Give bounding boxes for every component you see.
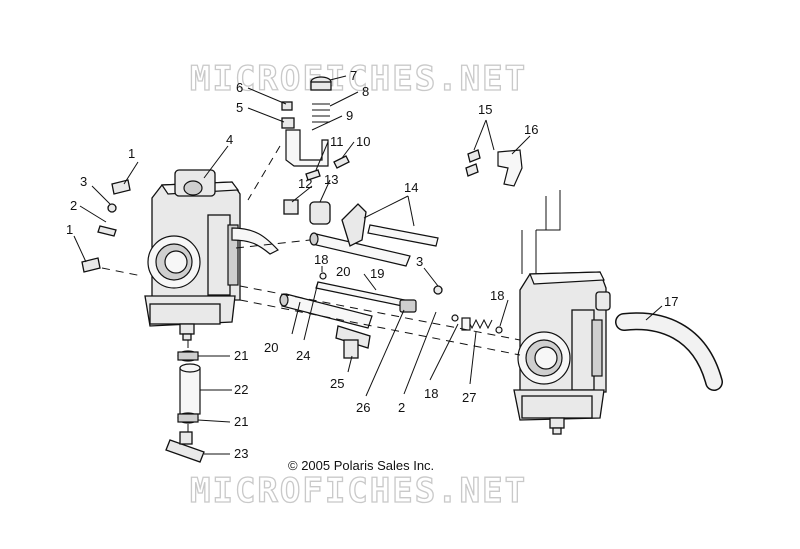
callout-21-bottom: 21 xyxy=(234,414,248,429)
right-carburetor xyxy=(513,190,611,435)
callout-4: 4 xyxy=(226,132,233,147)
callout-21-top: 21 xyxy=(234,348,248,363)
callout-9: 9 xyxy=(346,108,353,123)
callout-25: 25 xyxy=(330,376,344,391)
callout-10: 10 xyxy=(356,134,370,149)
callout-2-center: 2 xyxy=(398,400,405,415)
linkage-bracket xyxy=(465,149,523,187)
callout-11: 11 xyxy=(330,134,344,149)
hardware-bolts xyxy=(81,179,503,334)
callout-27: 27 xyxy=(462,390,476,405)
fuel-hose xyxy=(616,313,722,390)
callout-17: 17 xyxy=(664,294,678,309)
callout-18-lower: 18 xyxy=(424,386,438,401)
callout-20-lower: 20 xyxy=(264,340,278,355)
callout-19: 19 xyxy=(370,266,384,281)
callout-3-left: 3 xyxy=(80,174,87,189)
throttle-cam xyxy=(341,203,367,247)
callout-15: 15 xyxy=(478,102,492,117)
assembly-lines xyxy=(101,239,521,432)
callout-24: 24 xyxy=(296,348,310,363)
callout-5: 5 xyxy=(236,100,243,115)
callout-23: 23 xyxy=(234,446,248,461)
sync-shafts xyxy=(279,224,493,359)
watermark-bottom: MICROFICHES.NET xyxy=(190,471,527,511)
leader-lines xyxy=(73,75,663,455)
left-carburetor xyxy=(144,169,279,341)
callout-8: 8 xyxy=(362,84,369,99)
copyright-notice: © 2005 Polaris Sales Inc. xyxy=(288,458,434,473)
callout-1-top: 1 xyxy=(128,146,135,161)
callout-2-left: 2 xyxy=(70,198,77,213)
callout-20-upper: 20 xyxy=(336,264,350,279)
callout-26: 26 xyxy=(356,400,370,415)
callout-labels: 1 1 2 2 3 3 4 5 6 7 8 9 10 11 12 13 14 1… xyxy=(66,68,678,461)
callout-1-lower: 1 xyxy=(66,222,73,237)
callout-6: 6 xyxy=(236,80,243,95)
callout-3-center: 3 xyxy=(416,254,423,269)
callout-13: 13 xyxy=(324,172,338,187)
callout-12: 12 xyxy=(298,176,312,191)
callout-16: 16 xyxy=(524,122,538,137)
callout-18-upper: 18 xyxy=(314,252,328,267)
callout-22: 22 xyxy=(234,382,248,397)
drain-hose-stack xyxy=(165,350,205,463)
callout-18-right: 18 xyxy=(490,288,504,303)
callout-14: 14 xyxy=(404,180,418,195)
callout-7: 7 xyxy=(350,68,357,83)
top-hardware xyxy=(247,76,350,225)
